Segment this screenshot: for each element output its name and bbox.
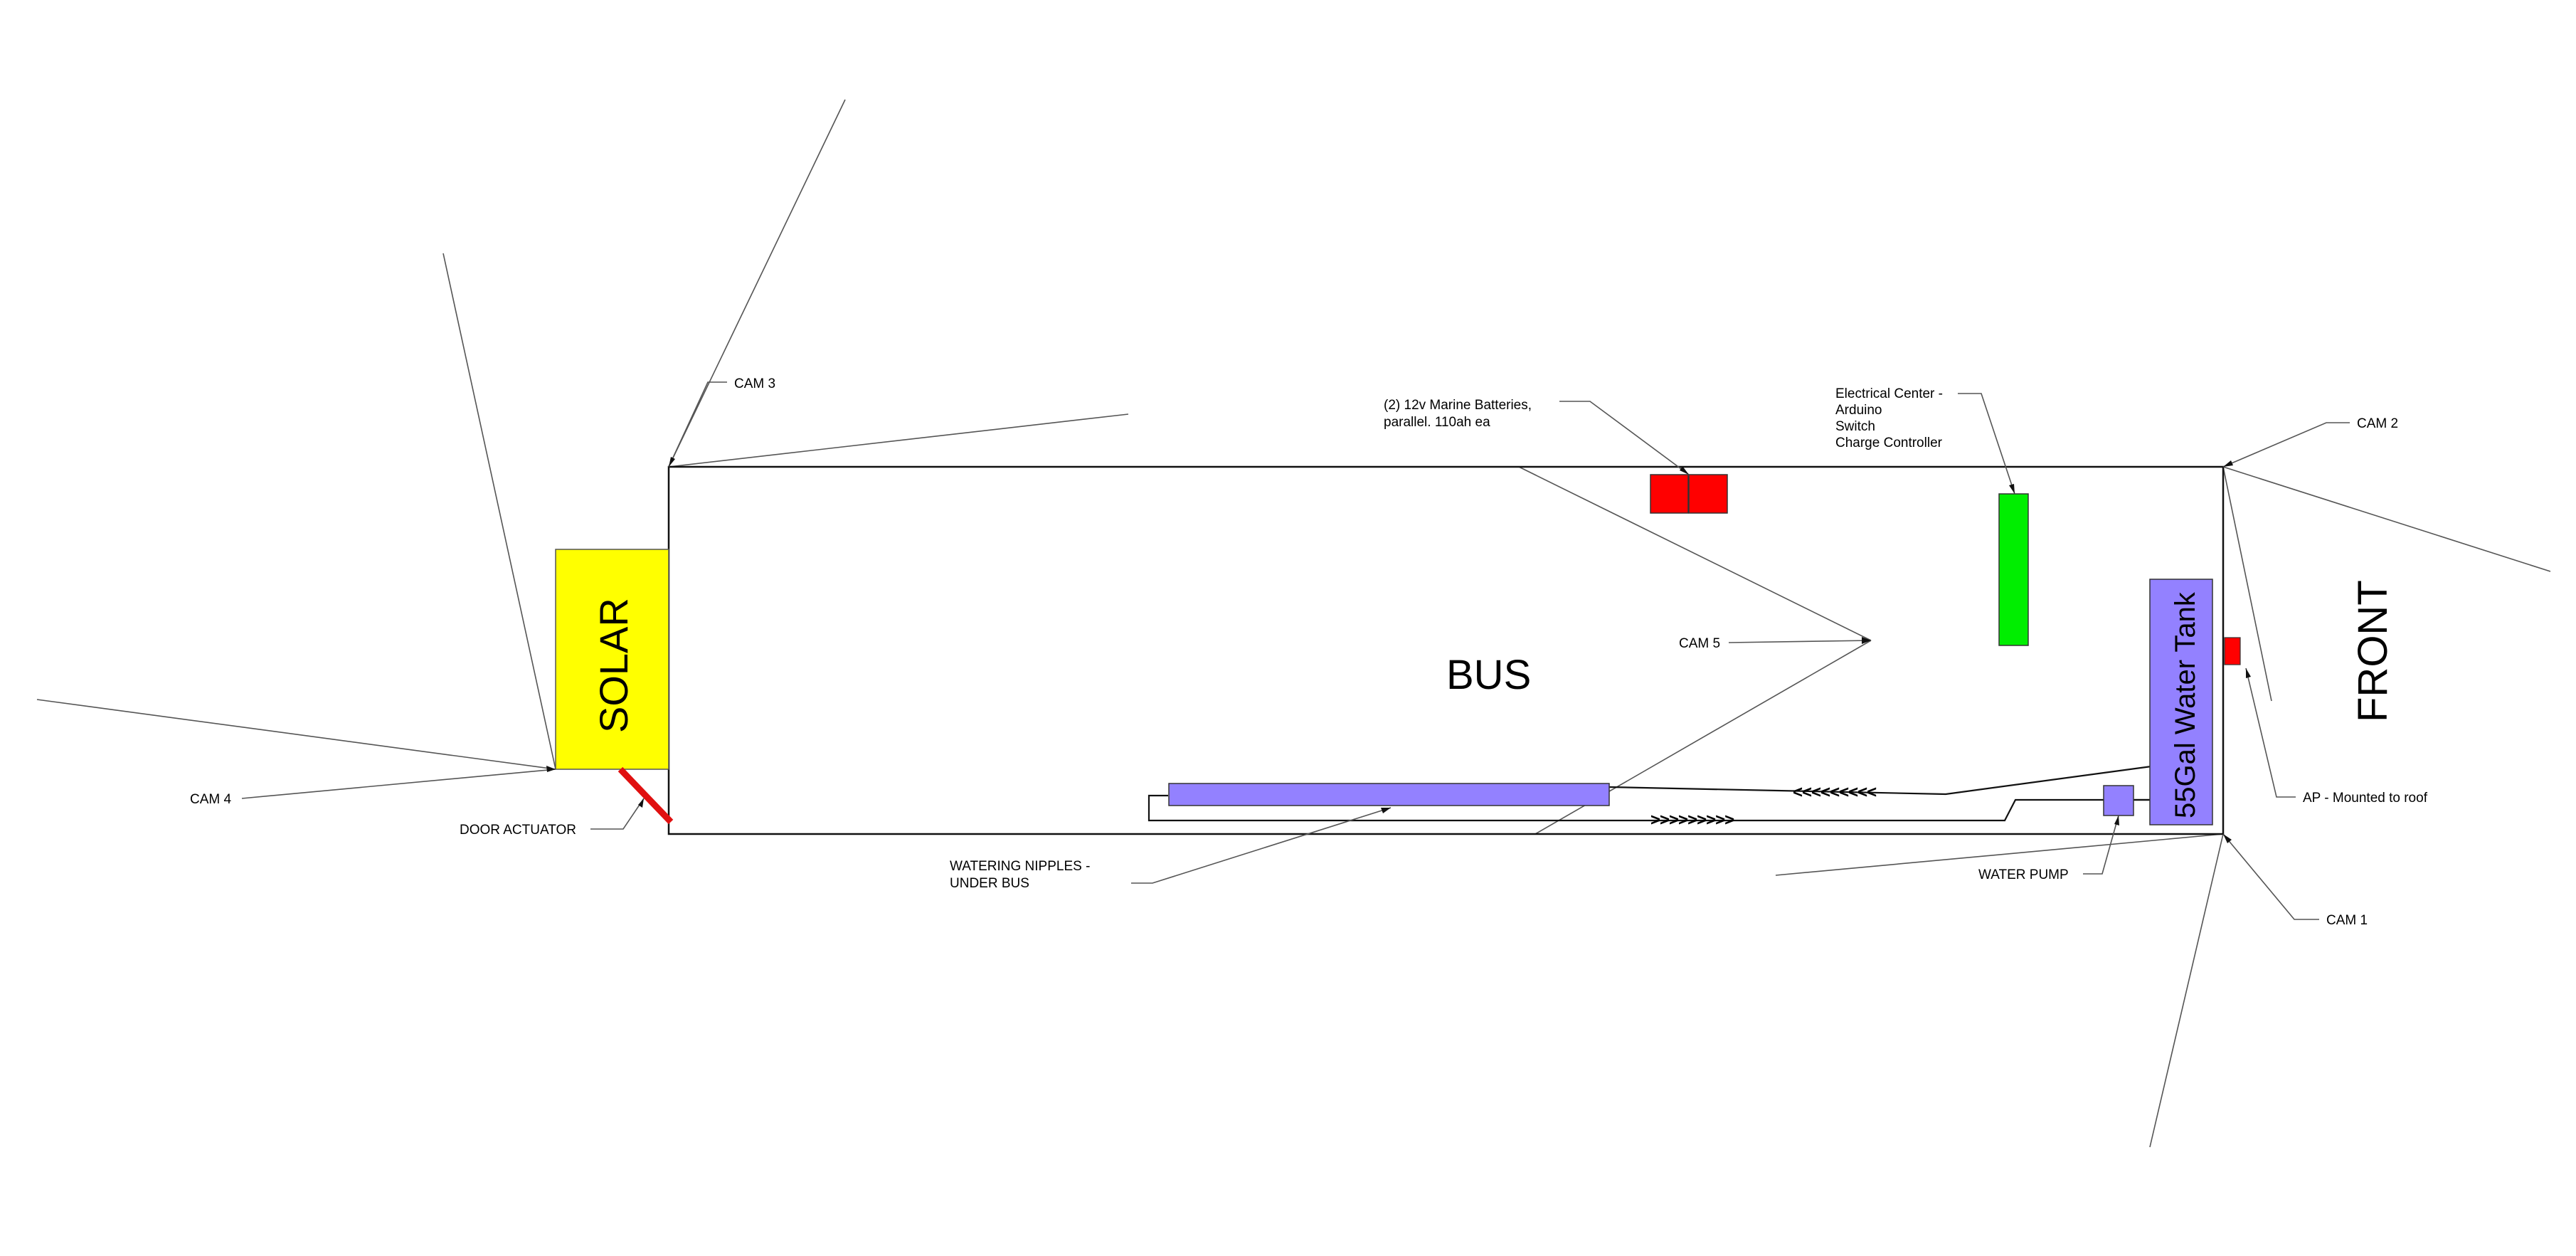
water-return-line [1608,765,2152,796]
water-pump [2103,785,2134,816]
cam2-view-line [2222,466,2272,702]
ap-label: AP - Mounted to roof [2303,791,2428,806]
solar-panel [555,549,669,770]
batteries-callout: (2) 12v Marine Batteries, parallel. 110a… [1384,398,1532,430]
water-tank [2149,579,2213,825]
cam4-view-line [442,253,556,770]
arrowhead [2246,668,2251,678]
watering-label-line2: UNDER BUS [950,876,1029,891]
electrical-label-line1: Electrical Center - [1835,386,1943,401]
cam4-label: CAM 4 [190,792,232,807]
water-pump-leader [2083,815,2119,875]
cam4-leader [241,769,556,799]
batteries-leader [1559,401,1690,475]
leader-lines [241,381,2350,920]
water-tank-label: 55Gal Water Tank [2170,591,2201,818]
cam1-view-line [2149,833,2224,1148]
door-actuator [618,766,674,825]
arrowhead [546,766,556,772]
batteries-label-line1: (2) 12v Marine Batteries, [1384,398,1532,413]
arrowhead [1381,808,1391,813]
electrical-leader [1958,393,2015,495]
electrical-center [1998,493,2029,646]
battery-1 [1650,474,1689,514]
flow-return-arrows: <<<<<<<<< [1793,783,1877,802]
arrowhead [2223,460,2233,467]
cam3-label: CAM 3 [734,376,775,391]
cam2-label: CAM 2 [2357,416,2398,431]
electrical-label-line3: Switch [1835,419,1875,434]
door-actuator-leader [590,798,645,830]
watering-callout: WATERING NIPPLES - UNDER BUS [950,859,1090,891]
electrical-label-line2: Arduino [1835,403,1882,418]
cam3-view-line [668,99,846,468]
cam1-label: CAM 1 [2326,913,2368,928]
cam2-leader [2222,422,2350,468]
ap-device [2224,637,2241,665]
cam5-label: CAM 5 [1679,636,1720,651]
cam1-view-line [1775,833,2224,876]
flow-supply-arrows: >>>>>>>>> [1650,811,1734,830]
arrowhead [2223,834,2232,843]
cam3-view-line [668,413,1129,468]
watering-label-line1: WATERING NIPPLES - [950,859,1090,874]
door-actuator-label: DOOR ACTUATOR [460,823,576,838]
front-label: FRONT [2350,580,2396,722]
watering-leader [1131,807,1392,884]
ap-leader [2245,667,2296,798]
arrowhead [1680,466,1689,475]
arrowhead [1862,637,1871,644]
arrowhead [669,457,675,467]
cam2-view-line [2222,466,2551,572]
water-pump-label: WATER PUMP [1978,867,2069,882]
cam3-leader [668,381,727,468]
arrowhead [2114,816,2119,825]
solar-label: SOLAR [591,598,636,733]
cam5-leader [1728,640,1872,643]
cam4-view-line [36,699,556,770]
batteries-label-line2: parallel. 110ah ea [1384,415,1490,430]
bus-outline [667,465,2225,835]
bus-label: BUS [1446,652,1531,698]
cam5-view-line [1518,466,1872,641]
battery-2 [1688,474,1728,514]
arrowhead [638,798,644,808]
arrowhead [2009,484,2015,494]
electrical-label-line4: Charge Controller [1835,436,1943,450]
electrical-callout: Electrical Center - Arduino Switch Charg… [1835,386,1943,450]
watering-nipples-bar [1168,783,1610,806]
cam1-leader [2222,833,2319,920]
